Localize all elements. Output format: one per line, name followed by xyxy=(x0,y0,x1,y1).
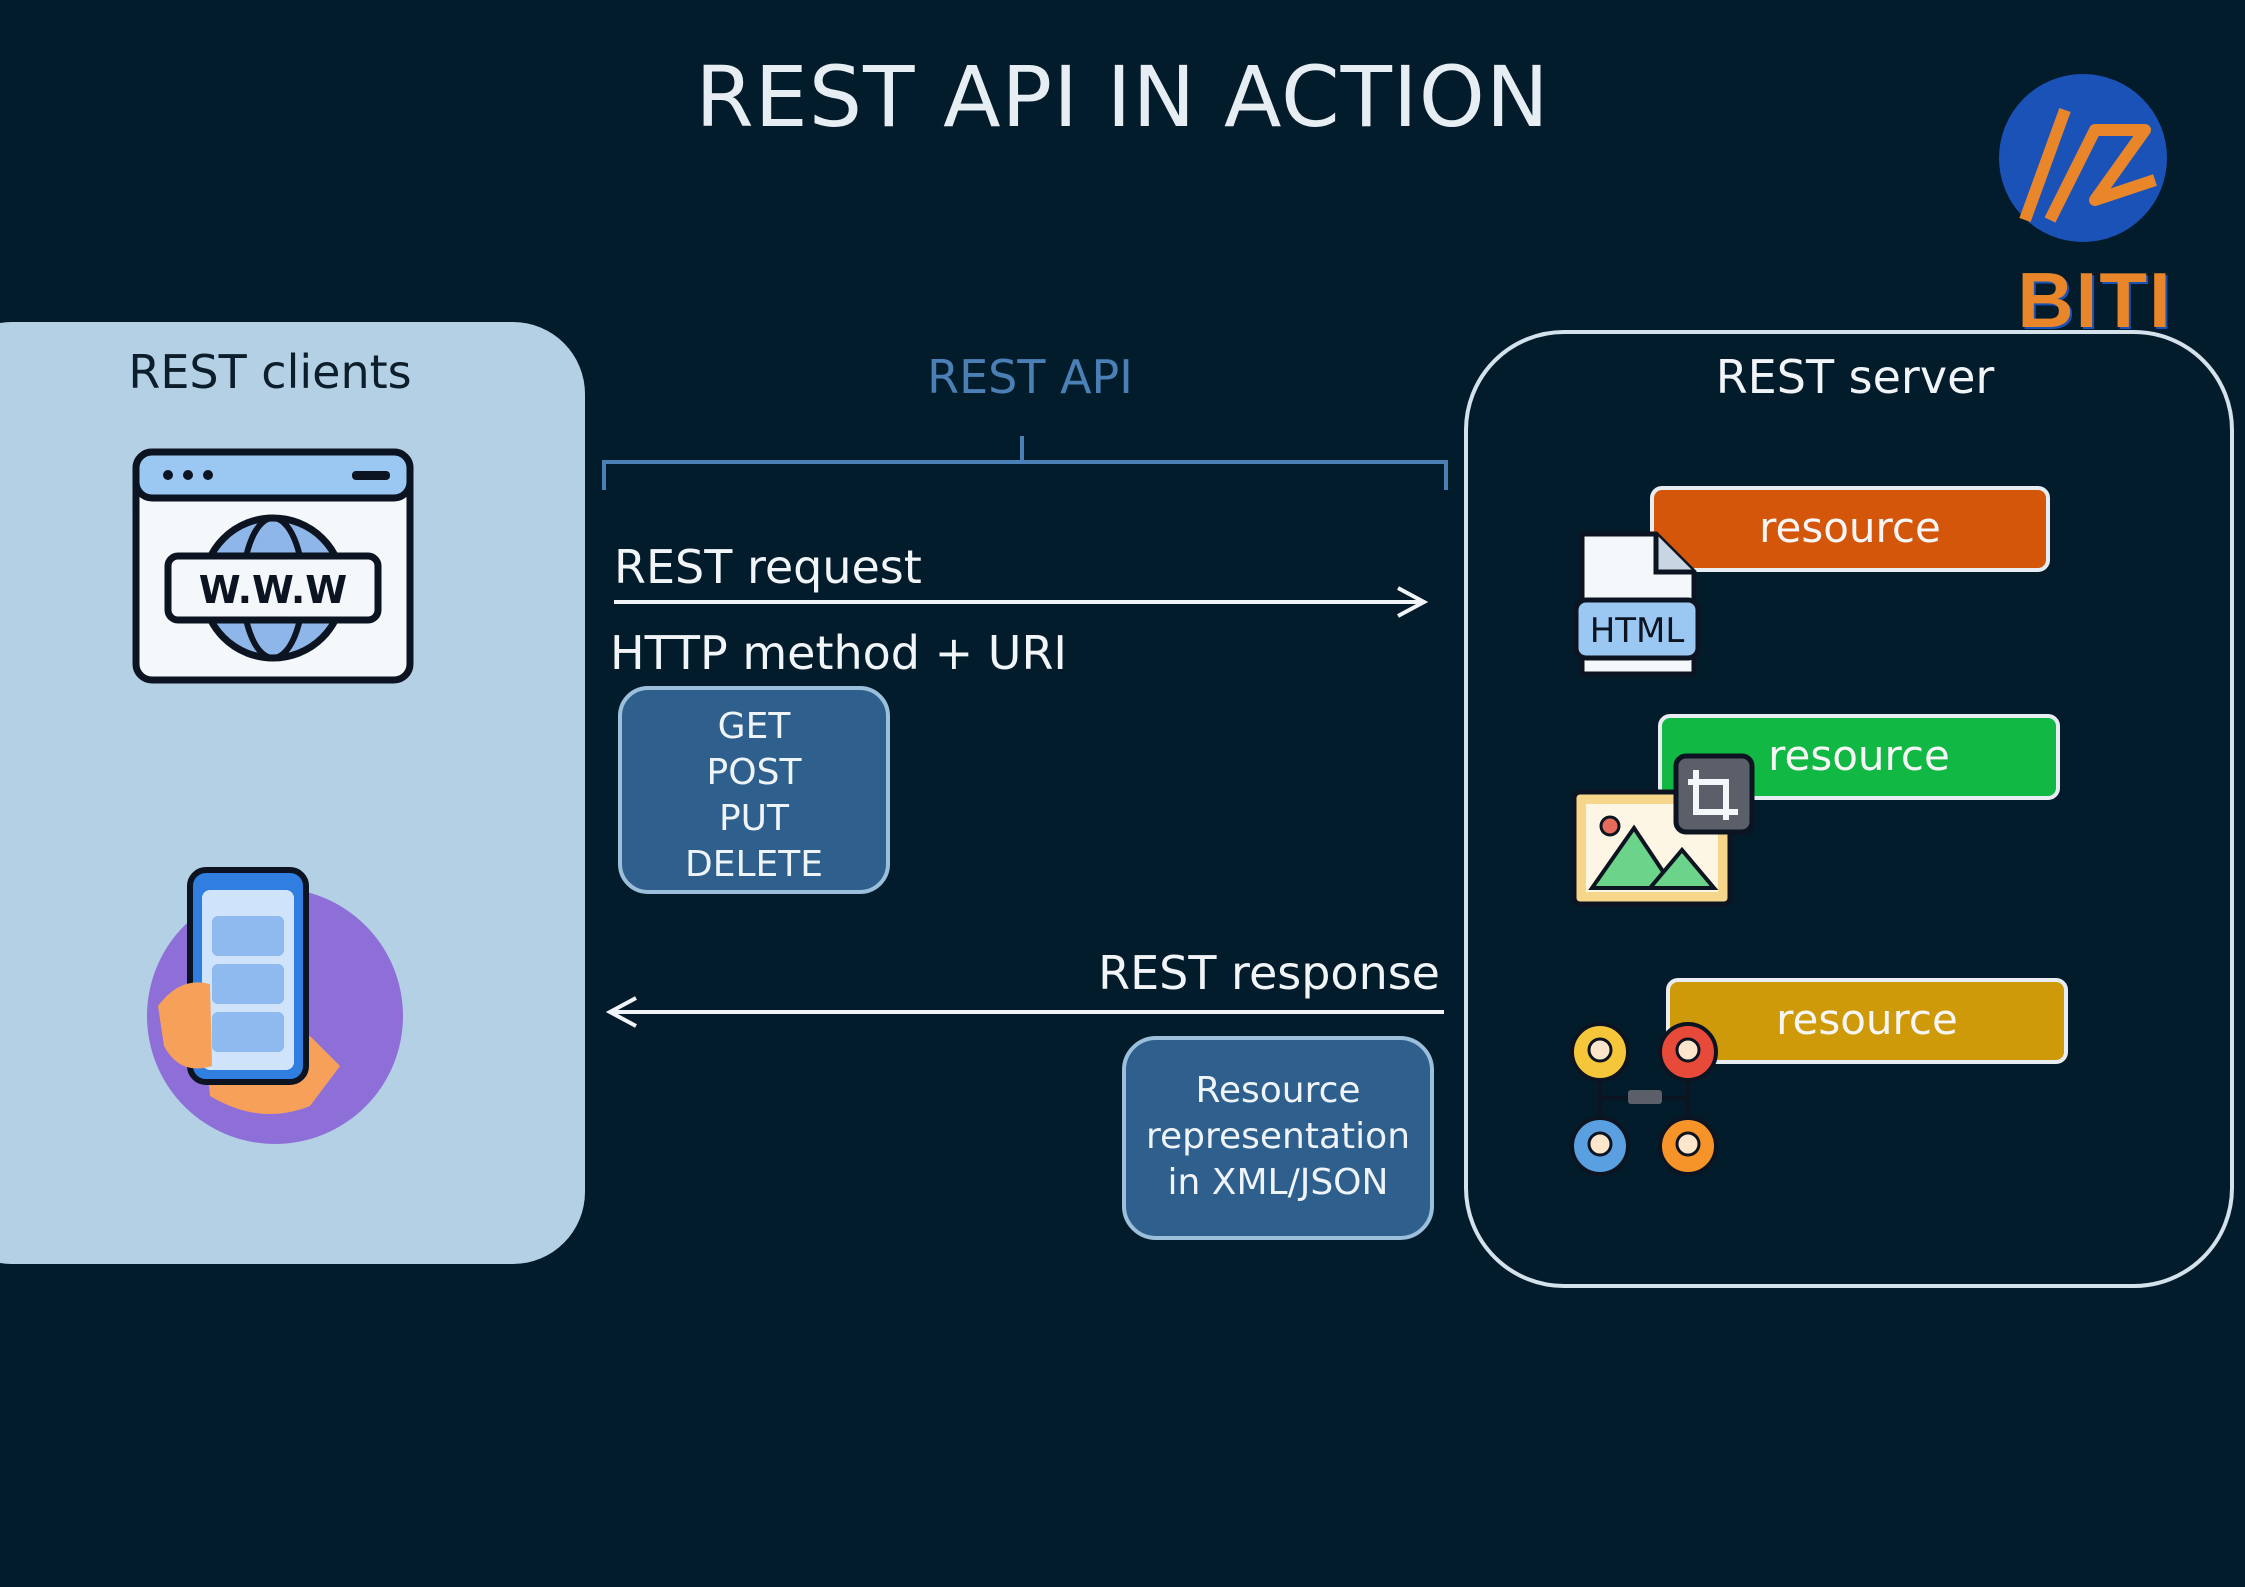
response-arrow xyxy=(605,996,1444,1028)
team-network-icon xyxy=(1570,1022,1718,1176)
resource-bar-team: resource xyxy=(1666,978,2068,1064)
page-title: REST API IN ACTION xyxy=(695,48,1550,146)
rest-api-bracket xyxy=(602,436,1448,490)
logo-text: BITI xyxy=(2017,256,2173,344)
rest-api-label: REST API xyxy=(927,350,1133,404)
clients-label: REST clients xyxy=(128,345,412,399)
biti-logo-icon xyxy=(1999,74,2167,242)
browser-icon-text: W.W.W xyxy=(199,568,347,612)
method-put: PUT xyxy=(718,798,790,839)
response-line: in XML/JSON xyxy=(1167,1162,1389,1203)
resource-bar-html: resource xyxy=(1650,486,2050,572)
request-arrow xyxy=(614,586,1429,618)
rest-response-label: REST response xyxy=(1098,946,1440,1000)
html-icon-text: HTML xyxy=(1590,611,1685,651)
html-file-icon: HTML xyxy=(1573,531,1701,677)
image-file-icon xyxy=(1571,753,1755,907)
http-methods-box: GET POST PUT DELETE xyxy=(618,686,890,894)
method-post: POST xyxy=(706,752,802,793)
server-panel xyxy=(1464,330,2234,1288)
response-line: Resource xyxy=(1195,1070,1361,1111)
http-method-uri-label: HTTP method + URI xyxy=(610,626,1067,680)
method-get: GET xyxy=(717,706,791,747)
mobile-phone-icon xyxy=(147,867,403,1144)
response-body-box: Resource representation in XML/JSON xyxy=(1122,1036,1434,1240)
server-label: REST server xyxy=(1715,350,1995,404)
web-browser-icon: W.W.W xyxy=(132,448,414,684)
method-delete: DELETE xyxy=(684,844,823,885)
rest-request-label: REST request xyxy=(614,540,922,594)
response-line: representation xyxy=(1145,1116,1411,1157)
